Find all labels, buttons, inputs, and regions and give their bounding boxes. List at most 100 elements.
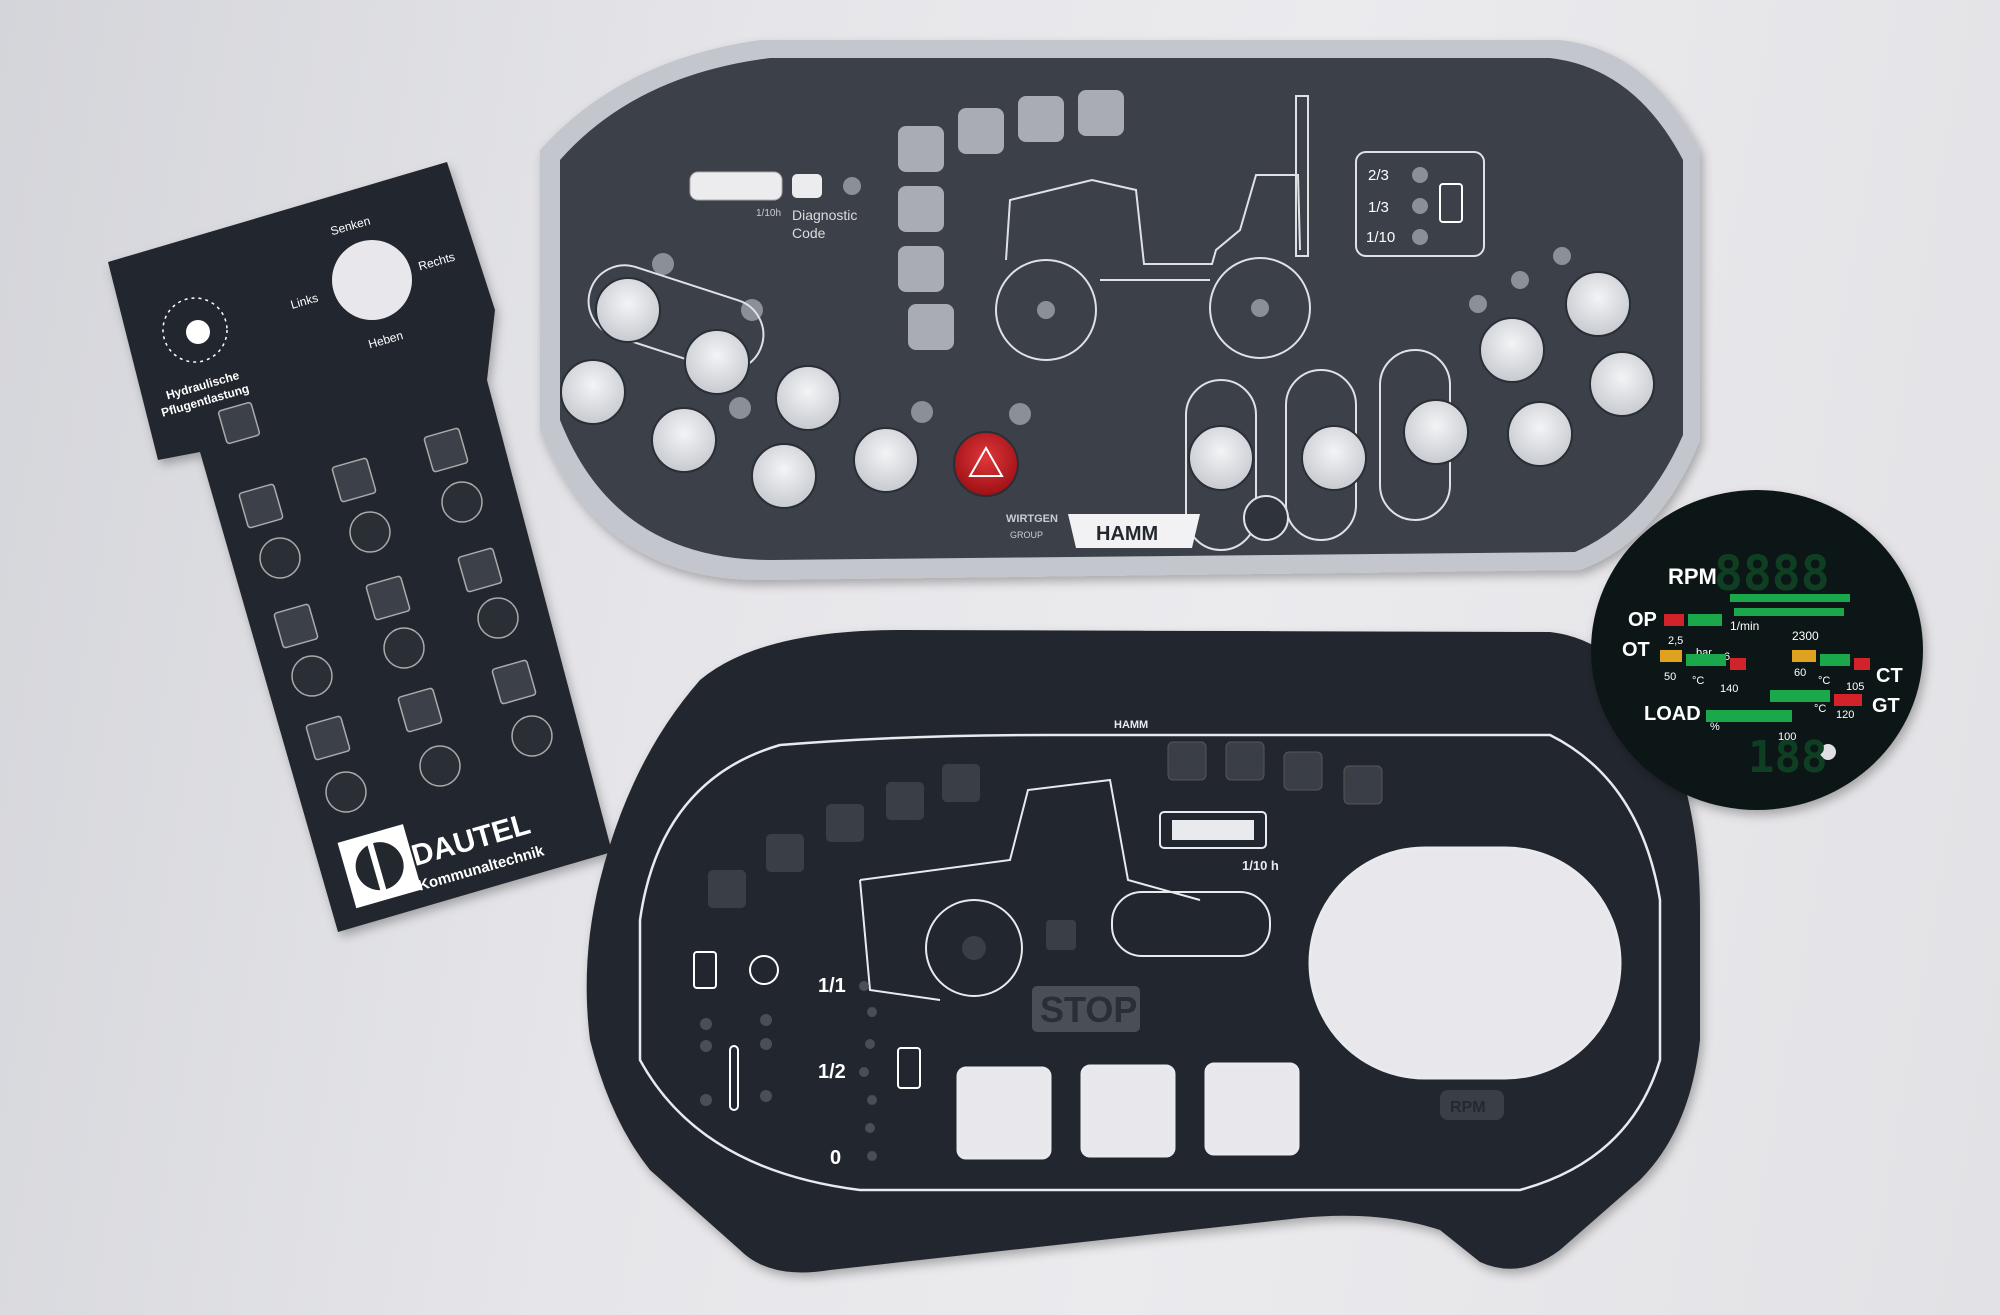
blank-round-button-2[interactable] [419,745,461,787]
steering-button[interactable] [651,407,717,473]
glow-plug-warning-icon [1078,90,1124,136]
sprinkler-off-button[interactable] [1507,401,1573,467]
ot-unit: °C [1692,675,1704,687]
ct-unit: °C [1818,675,1830,687]
tilt-up-round-button[interactable] [349,511,391,553]
load-bar-segments [1706,710,1792,722]
bottom-hour-counter-window [1172,820,1254,840]
stop-label: STOP [1040,989,1137,1030]
diagnostic-label-2: Code [792,225,826,241]
roller-machine-outline [995,95,1311,361]
rpm-bar-segments [1730,594,1850,616]
lift-square-button[interactable] [423,427,469,473]
sprinkler-plus-button[interactable] [1565,271,1631,337]
ot-bar-segments [1660,650,1746,670]
float-square-button[interactable] [365,575,411,621]
bottom-hour-counter [1159,811,1267,849]
indicator-chair-icon [1046,920,1076,950]
blank-square-button-2[interactable] [397,687,443,733]
work-light-button[interactable] [751,443,817,509]
coolant-temp-icon [693,951,717,989]
blank-square-button-3[interactable] [491,659,537,705]
blank-round-button-1[interactable] [325,771,367,813]
fuel-square-button[interactable] [273,603,319,649]
bottom-roller-outline [859,778,1271,1001]
fuel-mark-half: 1/2 [818,1061,846,1083]
sprinkler-minus-button[interactable] [1479,317,1545,383]
bottom-drum-led [962,936,986,960]
vibration-low-button[interactable] [1188,425,1254,491]
oil-pressure-warning-icon [898,126,944,172]
rear-drum-led [1251,299,1269,317]
turn-left-button[interactable] [595,277,661,343]
sprinkler-interval-button[interactable] [1589,351,1655,417]
fuel-round-button[interactable] [291,655,333,697]
sprinkler-led-3 [1553,247,1571,265]
temperature-leds [700,1014,772,1106]
indicator-seat-icon [1343,765,1383,805]
power-round-button[interactable] [259,537,301,579]
label-load: LOAD [1644,703,1701,725]
indicator-filter-icon [886,782,924,820]
fuel-pump-icon [1439,183,1463,223]
gt-unit: °C [1814,703,1826,715]
sprinkler-led-1 [1469,295,1487,313]
hamm-bottom-inner-outline [638,733,1662,1192]
fuel-led-2-3 [1412,167,1428,183]
rpm-digits: 8888 [1714,546,1830,602]
engine-oil-temp-icon [898,186,944,232]
oscillation-button[interactable] [1243,495,1289,541]
hour-counter-window [689,171,783,201]
diagnostic-led [843,177,861,195]
mounting-hole [1820,744,1836,760]
function-button-1[interactable] [956,1066,1052,1160]
ot-high: 140 [1720,683,1738,695]
ct-high: 105 [1846,681,1864,693]
hazard-triangle-icon [968,445,1004,477]
hazard-button[interactable] [953,431,1019,497]
function-button-3[interactable] [1204,1062,1300,1156]
float-round-button[interactable] [383,627,425,669]
turn-right-button[interactable] [684,329,750,395]
fuel-level-leds [859,981,877,1161]
preheat-warning-icon [958,108,1004,154]
rpm-label: RPM [1450,1099,1486,1116]
headlight-button[interactable] [775,365,841,431]
load-max: 100 [1778,731,1796,743]
tilt-up-square-button[interactable] [331,457,377,503]
function-button-2[interactable] [1080,1064,1176,1158]
load-digits: 188 [1748,732,1827,783]
vibration-off-button[interactable] [1301,425,1367,491]
fuel-mark-full: 1/1 [818,975,846,997]
horn-button[interactable] [560,359,626,425]
wave-round-button[interactable] [477,597,519,639]
hydraulic-drop-button[interactable] [217,401,261,445]
lift-round-button[interactable] [441,481,483,523]
stop-indicator [1032,986,1140,1032]
hamm-badge-shape [1068,514,1200,548]
wave-square-button[interactable] [457,547,503,593]
round-display-content: RPM OP OT CT GT LOAD 8888 188 1/min 2300… [1622,546,1903,783]
dautel-panel-content: Senken Links Rechts Heben Hydraulische P… [160,214,553,909]
op-high: 6 [1724,651,1730,663]
indicator-warning-icon [1225,741,1265,781]
gt-bar-segments [1770,690,1862,706]
fuel-led-1-3 [1412,198,1428,214]
display-cutout [1308,846,1622,1080]
rpm-indicator [1440,1090,1504,1120]
blank-square-button-1[interactable] [305,715,351,761]
fuel-led-1-10 [1412,229,1428,245]
fuel-level-2-3: 2/3 [1368,167,1389,184]
label-op: OP [1628,609,1657,631]
label-ot: OT [1622,639,1650,661]
axle-icon [908,304,954,350]
label-ct: CT [1876,665,1903,687]
hamm-top-panel-content: 1/10h Diagnostic Code 2/3 1/3 1/ [560,90,1655,551]
ct-bar-segments [1792,650,1870,670]
power-square-button[interactable] [238,483,284,529]
indicator-oil-level-icon [708,870,746,908]
vibration-high-button[interactable] [1403,399,1469,465]
hamm-top-control-panel [540,40,1700,580]
blank-round-button-3[interactable] [511,715,553,757]
beacon-button[interactable] [853,427,919,493]
